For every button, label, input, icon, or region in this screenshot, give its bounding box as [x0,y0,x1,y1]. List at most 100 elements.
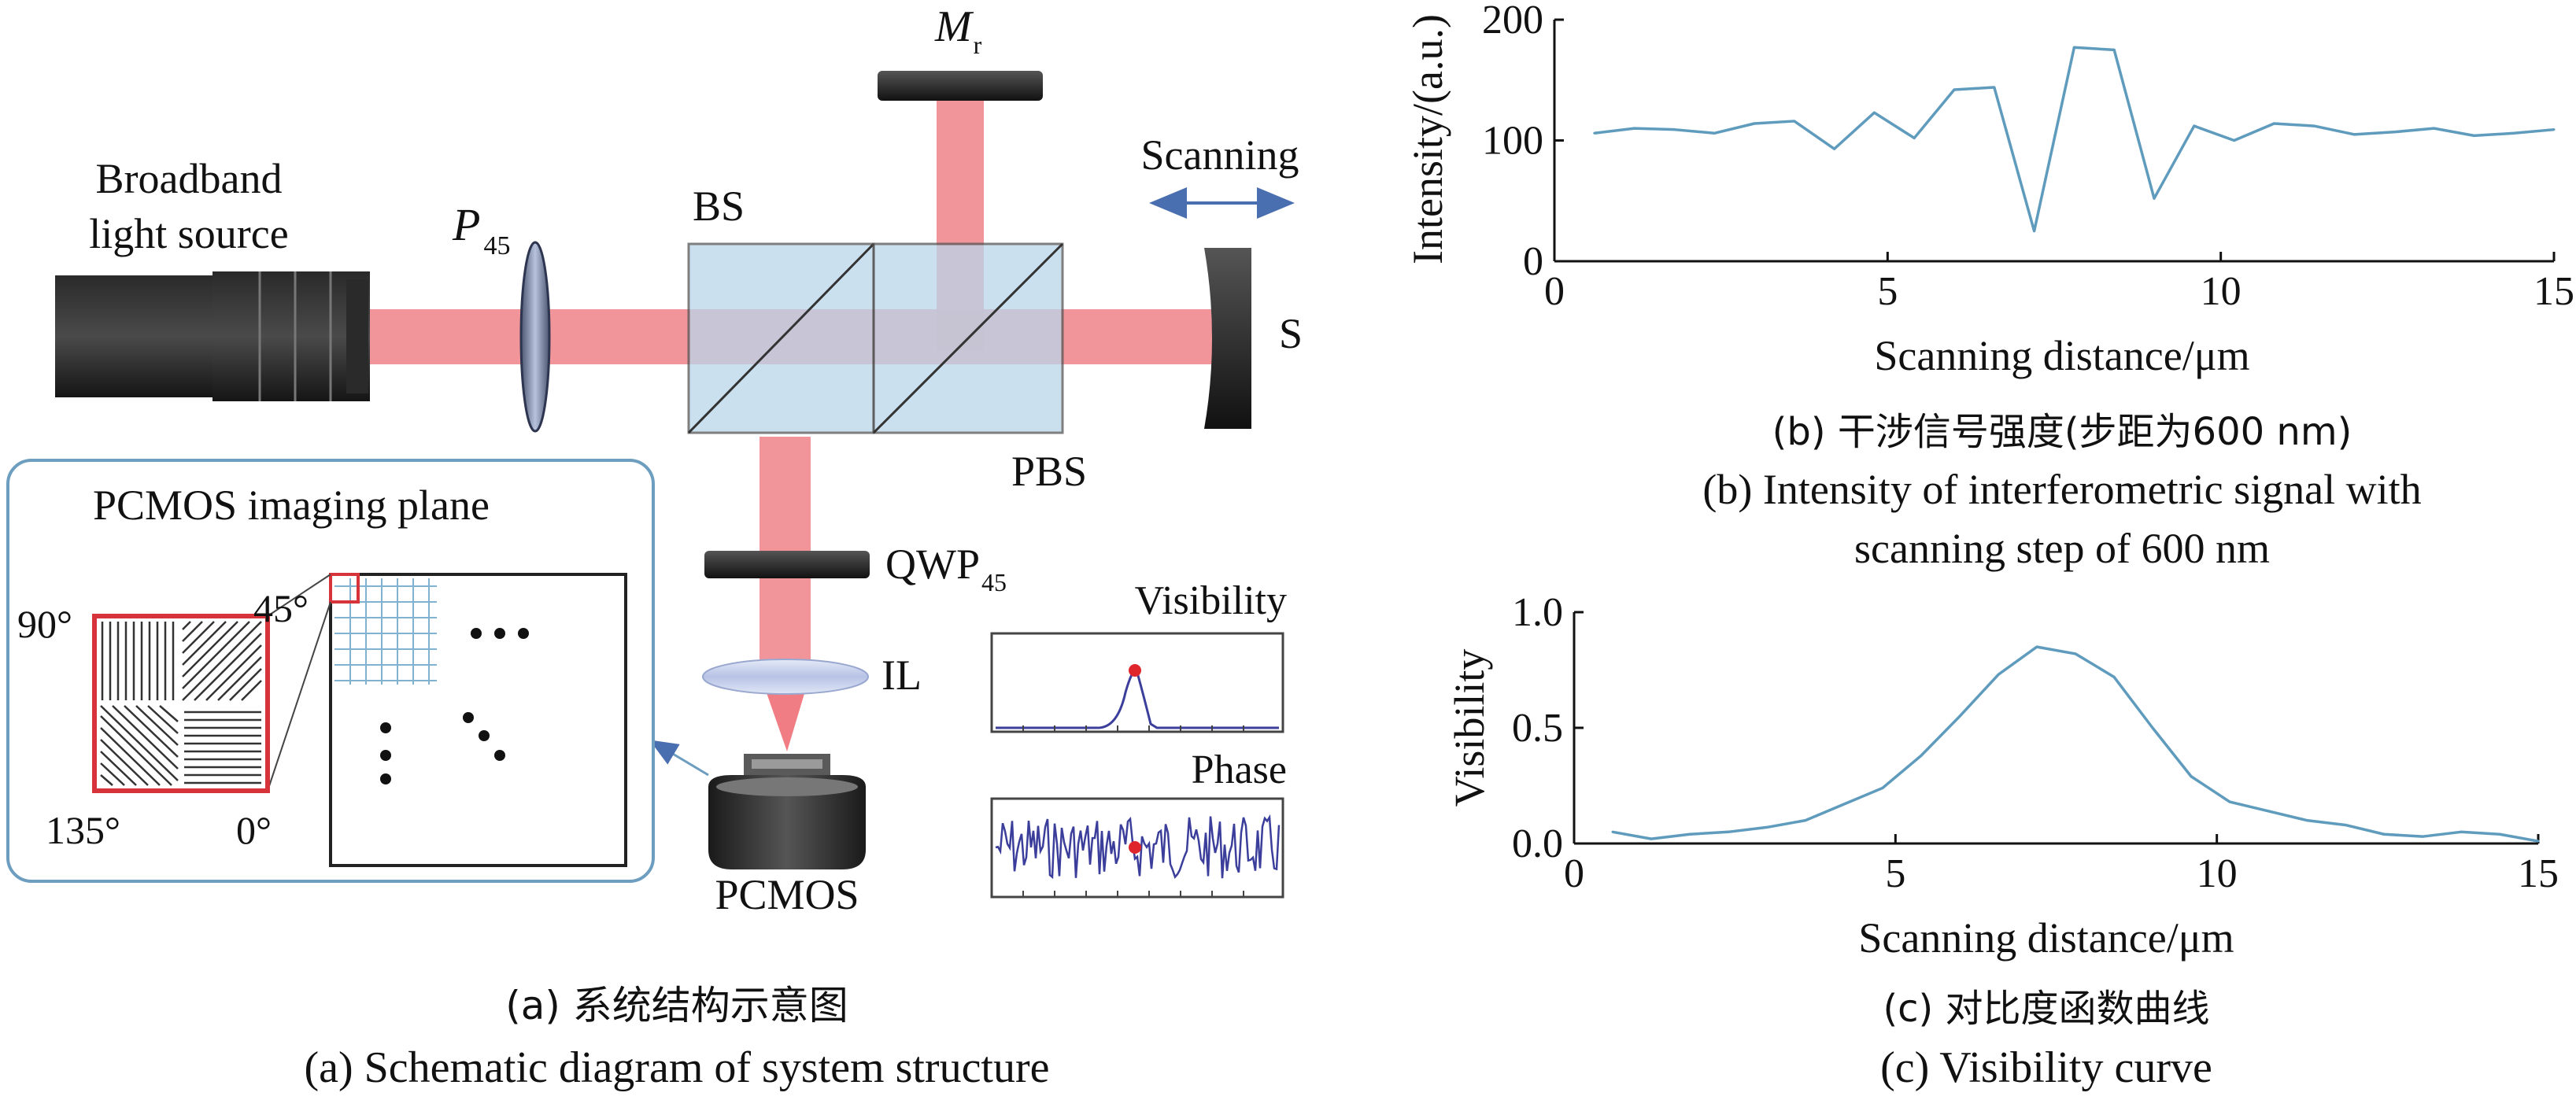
sample-label: S [1279,310,1303,357]
chartC-series-line [1612,645,2539,843]
caption-c-cn: (c) 对比度函数曲线 [1883,987,2209,1031]
chartB-data-point [2153,197,2156,200]
chartB-data-point [1793,120,1796,123]
phase-inset-label: Phase [1192,747,1287,792]
chartC-data-point [2498,832,2501,836]
beam-splitter-bs [687,242,875,434]
visibility-peak-marker [1129,664,1141,677]
chartC-data-point [2305,819,2308,822]
caption-a-en: (a) Schematic diagram of system structur… [305,1043,1050,1092]
visibility-inset-plot [990,632,1284,733]
chartB-data-point [2552,128,2556,131]
chartB-data-point [1872,111,1876,114]
bs-label: BS [693,183,745,230]
pixel-dots [380,628,529,784]
x-tick-label: 15 [2518,851,2559,896]
chartB-data-point [1753,122,1756,125]
polarizing-beam-splitter-pbs [872,242,1064,434]
chartB-data-point [2393,131,2396,134]
chartB-data-point [2193,124,2196,127]
x-tick-label: 10 [2201,269,2242,314]
chartC-data-point [1688,832,1691,836]
chartB-data-point [2072,46,2075,49]
caption-b-en-line2: scanning step of 600 nm [1854,525,2270,572]
scanning-label: Scanning [1141,131,1299,179]
chartB-data-point [2312,124,2315,127]
chartB-data-point [1913,136,1916,139]
chartB-data-point [1672,128,1676,131]
chartB-data-point [2512,131,2515,135]
chartC-data-point [1650,837,1653,840]
chartB-data-point [1593,131,1596,135]
intensity-chart-series [1593,46,2556,233]
qwp-label: QWP45 [885,541,1007,596]
polarizer-90-cell [101,622,175,700]
x-tick-label: 5 [1877,269,1898,314]
chartB-data-point [2233,139,2236,142]
polarizer-0-cell [184,711,261,784]
imaging-plane-title: PCMOS imaging plane [93,482,490,529]
mirror-label: Mr [934,2,982,59]
chartB-data-point [2272,122,2275,125]
x-tick-label: 0 [1564,851,1584,896]
caption-a-cn: (a) 系统结构示意图 [505,983,848,1028]
chartC-data-point [1842,803,1846,806]
chartB-data-point [2033,230,2036,233]
x-tick-label: 0 [1544,269,1565,314]
angle-0-label: 0° [236,808,272,852]
chartC-data-point [2537,840,2540,843]
imaging-plane-inset: PCMOS imaging plane [6,459,655,883]
sensor-frame [329,573,627,867]
quarter-wave-plate [704,551,870,578]
polarizer-135-cell [100,705,179,786]
chartC-data-point [2151,726,2154,729]
angle-135-label: 135° [46,808,120,852]
chartB-data-point [1993,86,1996,89]
source-label-line1: Broadband [96,155,283,202]
chartC-data-point [1611,830,1614,833]
visibility-chart-ylabel: Visibility [1446,649,1493,807]
visibility-chart-series [1611,645,2540,843]
zoomed-superpixel [92,614,270,793]
chartB-data-point [2112,48,2116,51]
chartC-data-point [2074,652,2077,655]
chartC-data-point [1958,714,1961,718]
phase-marker [1129,841,1141,854]
visibility-inset-label: Visibility [1135,578,1287,623]
visibility-chart-xlabel: Scanning distance/μm [1858,914,2234,962]
chartB-series-line [1594,46,2555,233]
chartC-data-point [1920,754,1923,757]
chartC-data-point [2267,810,2270,813]
chartB-data-point [1633,127,1636,130]
chartC-data-point [1804,819,1807,822]
phase-inset-plot [990,797,1284,899]
angle-45-label: 45° [253,586,309,630]
chartC-data-point [2112,675,2116,678]
y-tick-label: 0.0 [1512,821,1563,866]
chartC-data-point [1727,830,1730,833]
chartB-data-point [2352,133,2356,136]
il-label: IL [881,652,922,699]
chartC-data-point [2421,835,2424,838]
caption-c-en: (c) Visibility curve [1880,1043,2212,1092]
chartC-data-point [1765,825,1768,829]
imaging-lens [702,659,869,695]
chartC-data-point [2344,823,2347,826]
chartB-data-point [2472,134,2475,137]
chartB-data-point [2433,127,2436,130]
caption-b-cn: (b) 干涉信号强度(步距为600 nm) [1772,410,2352,454]
caption-b-en-line1: (b) Intensity of interferometric signal … [1702,466,2421,513]
chartC-data-point [2382,832,2386,836]
chartB-data-point [1833,147,1836,150]
chartC-data-point [2460,830,2463,833]
pcmos-camera [708,754,866,869]
broadband-light-source [55,271,370,401]
chartC-data-point [2228,800,2231,803]
chartB-data-point [1713,131,1716,135]
